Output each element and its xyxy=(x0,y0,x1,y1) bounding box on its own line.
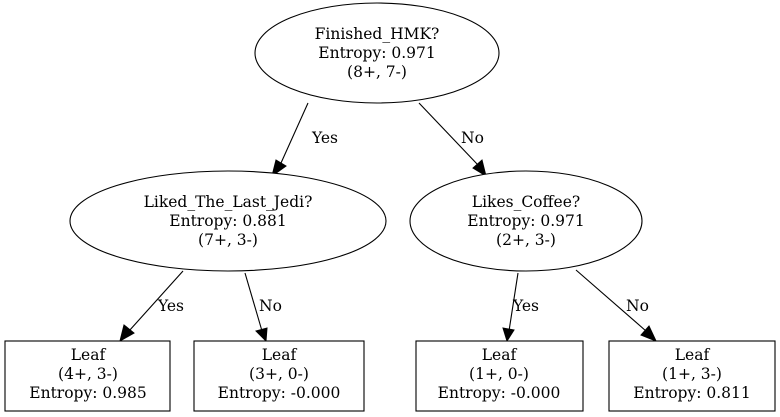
edge-label-left-leaf1: Yes xyxy=(157,297,184,315)
leaf-node-2: Leaf (3+, 0-) Entropy: -0.000 xyxy=(193,340,365,412)
leaf1-title: Leaf xyxy=(71,346,107,364)
edge-left-leaf1 xyxy=(128,270,184,332)
arrowhead-right xyxy=(472,159,487,178)
edge-label-root-left: Yes xyxy=(311,129,338,147)
left-entropy: Entropy: 0.881 xyxy=(169,212,286,230)
leaf3-counts: (1+, 0-) xyxy=(469,365,529,383)
leaf4-counts: (1+, 3-) xyxy=(662,365,722,383)
node-left: Liked_The_Last_Jedi? Entropy: 0.881 (7+,… xyxy=(69,170,387,272)
left-counts: (7+, 3-) xyxy=(198,231,258,249)
edge-root-left xyxy=(280,102,309,164)
leaf3-entropy: Entropy: -0.000 xyxy=(438,384,561,402)
root-counts: (8+, 7-) xyxy=(347,63,407,81)
edge-root-right xyxy=(418,102,479,166)
edge-left-leaf2 xyxy=(244,272,263,332)
arrowheads xyxy=(119,159,657,343)
arrowhead-leaf2 xyxy=(255,327,268,343)
leaf4-title: Leaf xyxy=(675,346,711,364)
leaf2-entropy: Entropy: -0.000 xyxy=(218,384,341,402)
leaf1-counts: (4+, 3-) xyxy=(58,365,118,383)
edge-label-left-leaf2: No xyxy=(259,297,282,315)
right-counts: (2+, 3-) xyxy=(496,231,556,249)
root-question: Finished_HMK? xyxy=(315,25,440,43)
node-root: Finished_HMK? Entropy: 0.971 (8+, 7-) xyxy=(254,2,500,104)
leaf4-entropy: Entropy: 0.811 xyxy=(633,384,750,402)
root-ellipse xyxy=(254,2,500,104)
right-entropy: Entropy: 0.971 xyxy=(467,212,584,230)
leaf3-box xyxy=(415,340,584,412)
leaf4-box xyxy=(608,340,776,412)
leaf-node-3: Leaf (1+, 0-) Entropy: -0.000 xyxy=(415,340,584,412)
right-ellipse xyxy=(409,170,643,272)
leaf2-title: Leaf xyxy=(262,346,298,364)
left-question: Liked_The_Last_Jedi? xyxy=(144,193,313,211)
leaf1-entropy: Entropy: 0.985 xyxy=(29,384,146,402)
leaf-node-1: Leaf (4+, 3-) Entropy: 0.985 xyxy=(4,340,171,412)
root-entropy: Entropy: 0.971 xyxy=(318,44,435,62)
edge-right-leaf4 xyxy=(575,269,647,332)
node-right: Likes_Coffee? Entropy: 0.971 (2+, 3-) xyxy=(409,170,643,272)
leaf-node-4: Leaf (1+, 3-) Entropy: 0.811 xyxy=(608,340,776,412)
edge-label-root-right: No xyxy=(461,129,484,147)
left-ellipse xyxy=(69,170,387,272)
leaf2-box xyxy=(193,340,365,412)
edges xyxy=(128,102,647,332)
edge-label-right-leaf4: No xyxy=(626,297,649,315)
edge-labels: Yes No Yes No Yes No xyxy=(157,129,649,315)
leaf1-box xyxy=(4,340,171,412)
arrowhead-left xyxy=(271,159,287,178)
edge-right-leaf3 xyxy=(508,272,519,332)
leaf3-title: Leaf xyxy=(482,346,518,364)
arrowhead-leaf1 xyxy=(119,324,135,343)
edge-label-right-leaf3: Yes xyxy=(512,297,539,315)
leaf2-counts: (3+, 0-) xyxy=(249,365,309,383)
arrowhead-leaf3 xyxy=(502,327,515,343)
arrowhead-leaf4 xyxy=(640,325,657,342)
right-question: Likes_Coffee? xyxy=(472,193,580,211)
